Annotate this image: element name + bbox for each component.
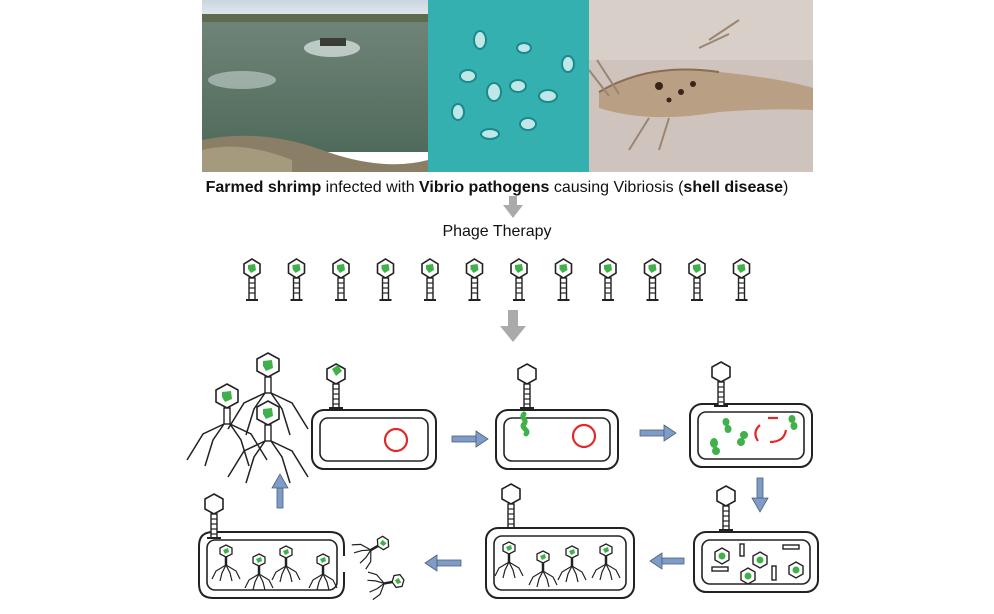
photo-diseased-shrimp [589, 0, 813, 172]
phage-4 [376, 258, 395, 301]
caption-text-3: ) [783, 179, 789, 196]
phage-7 [510, 258, 528, 301]
cell-maturation [485, 483, 635, 599]
caption-vibrio-pathogens: Vibrio pathogens [419, 179, 550, 196]
cell-attachment [311, 363, 437, 470]
phage-8 [554, 258, 573, 301]
phage-12 [732, 258, 751, 301]
arrow-step4-to-step5 [649, 552, 685, 570]
phage-11 [688, 258, 706, 301]
phage-10 [643, 258, 662, 301]
released-phages [186, 352, 309, 484]
photo-strip [202, 0, 813, 172]
caption-text-1: infected with [321, 179, 420, 196]
arrow-step2-to-step3 [639, 424, 677, 442]
figure-caption: Farmed shrimp infected with Vibrio patho… [0, 178, 994, 198]
caption-farmed-shrimp: Farmed shrimp [205, 179, 322, 196]
cell-lysis [198, 493, 408, 602]
cell-replication [689, 361, 813, 468]
phage-3 [332, 258, 350, 301]
cell-assembly [693, 485, 819, 593]
caption-text-2: causing Vibriosis ( [549, 179, 684, 196]
arrow-step6-to-release [271, 473, 289, 509]
arrow-step1-to-step2 [451, 430, 489, 448]
photo-shrimp-pond [202, 0, 428, 172]
arrow-down-1 [503, 196, 523, 218]
arrow-step3-to-step4 [751, 477, 769, 513]
photo-vibrio-plate [428, 0, 589, 172]
phage-1 [243, 258, 261, 301]
phage-row [243, 258, 751, 301]
phage-2 [287, 258, 306, 301]
phage-9 [599, 258, 617, 301]
phage-6 [465, 258, 484, 301]
arrow-down-2 [500, 310, 526, 342]
caption-shell-disease: shell disease [683, 179, 784, 196]
phage-5 [421, 258, 439, 301]
phage-therapy-label: Phage Therapy [442, 223, 552, 240]
cell-injection [495, 363, 619, 470]
arrow-step5-to-step6 [424, 554, 462, 572]
